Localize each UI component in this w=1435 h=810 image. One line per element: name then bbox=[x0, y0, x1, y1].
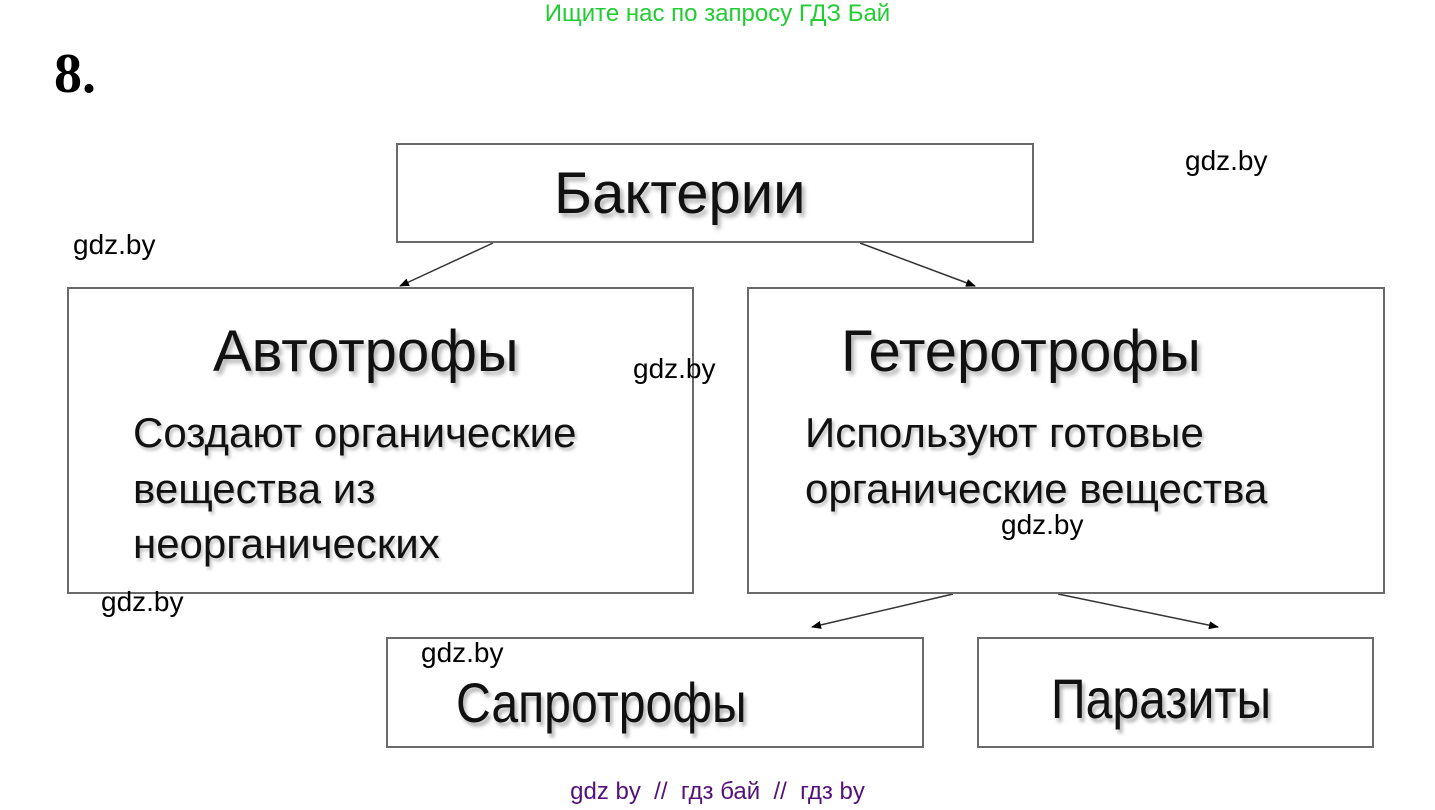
node-saprotrophs: Сапротрофы bbox=[386, 637, 924, 748]
node-parasites: Паразиты bbox=[977, 637, 1374, 748]
node-heterotrophs-title: Гетеротрофы bbox=[841, 319, 1201, 384]
watermark: gdz.by bbox=[421, 637, 504, 668]
heterotrophs-desc-line-2: органические вещества bbox=[805, 465, 1268, 512]
autotrophs-desc-line-3: неорганических bbox=[133, 520, 440, 567]
autotrophs-desc-line-1: Создают органические bbox=[133, 409, 577, 456]
footer-watermark: gdz by // гдз бай // гдз by bbox=[570, 778, 865, 805]
watermark: gdz.by bbox=[101, 586, 184, 617]
watermark: gdz.by bbox=[1185, 145, 1268, 176]
arrow-bacteria-to-autotrophs bbox=[399, 242, 494, 287]
node-heterotrophs: Гетеротрофы Используют готовые органичес… bbox=[747, 287, 1385, 594]
autotrophs-desc-line-2: вещества из bbox=[133, 465, 376, 512]
watermark: gdz.by bbox=[73, 229, 156, 260]
task-number: 8. bbox=[54, 43, 96, 105]
node-autotrophs: Автотрофы Создают органические вещества … bbox=[67, 287, 694, 594]
node-parasites-title: Паразиты bbox=[1051, 667, 1272, 730]
node-bacteria-title: Бактерии bbox=[554, 161, 806, 226]
node-saprotrophs-title: Сапротрофы bbox=[456, 671, 747, 734]
arrow-heterotrophs-to-saprotrophs bbox=[811, 593, 954, 629]
node-autotrophs-title: Автотрофы bbox=[213, 319, 519, 384]
arrow-heterotrophs-to-parasites bbox=[1057, 593, 1219, 630]
search-banner: Ищите нас по запросу ГДЗ Бай bbox=[544, 0, 891, 27]
heterotrophs-desc-line-1: Используют готовые bbox=[805, 409, 1204, 456]
watermark: gdz.by bbox=[633, 353, 716, 384]
arrow-bacteria-to-heterotrophs bbox=[859, 242, 976, 287]
node-bacteria: Бактерии bbox=[396, 143, 1034, 243]
watermark: gdz.by bbox=[1001, 509, 1084, 540]
